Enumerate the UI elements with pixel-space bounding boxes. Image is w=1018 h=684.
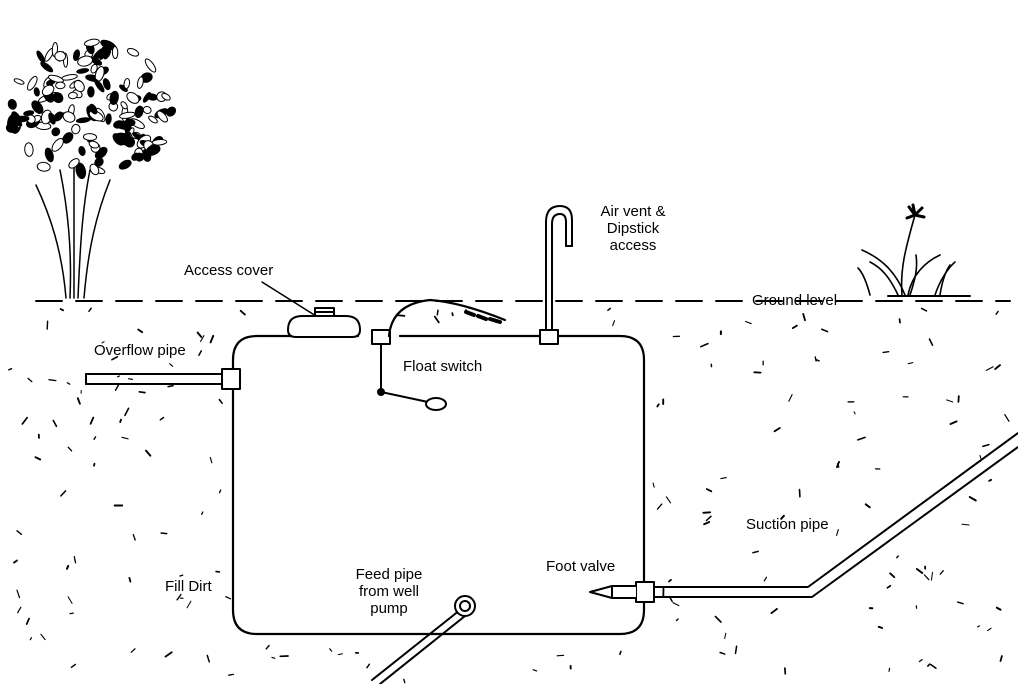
label-suction-pipe: Suction pipe — [746, 516, 829, 533]
access-cover — [287, 307, 361, 338]
label-fill-dirt: Fill Dirt — [165, 578, 212, 595]
tree-illustration — [5, 38, 177, 299]
fill-dirt-specks — [8, 307, 1010, 684]
tank-body — [231, 334, 646, 636]
label-access-cover: Access cover — [184, 262, 274, 279]
label-foot-valve: Foot valve — [546, 558, 616, 575]
tree-foliage — [5, 38, 177, 180]
label-ground-level: Ground level — [752, 292, 838, 309]
access-cover-leader — [261, 281, 317, 317]
label-air-vent-line-2: Dipstick — [606, 220, 660, 237]
label-overflow-pipe: Overflow pipe — [94, 342, 186, 359]
label-feed-pipe-line-3: pump — [370, 600, 408, 617]
label-air-vent-line-1: Air vent & — [600, 203, 666, 220]
label-float-switch: Float switch — [403, 358, 483, 375]
foot-valve — [589, 585, 637, 599]
label-air-vent: Air vent & Dipstick access — [578, 203, 688, 254]
label-feed-pipe-line-1: Feed pipe — [355, 566, 423, 583]
float-switch — [371, 298, 507, 411]
feed-pipe — [371, 595, 476, 684]
label-air-vent-line-3: access — [609, 237, 657, 254]
suction-pipe — [635, 432, 1018, 603]
label-feed-pipe: Feed pipe from well pump — [344, 566, 434, 617]
air-vent-pipe — [539, 205, 573, 345]
overflow-pipe — [85, 368, 241, 390]
label-feed-pipe-line-2: from well — [358, 583, 419, 600]
plant-illustration — [857, 203, 971, 297]
